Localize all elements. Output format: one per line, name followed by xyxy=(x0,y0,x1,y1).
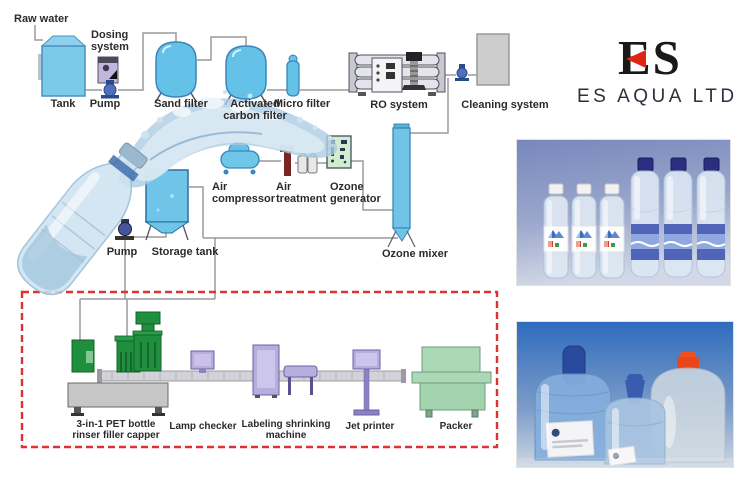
label-air-treatment: Air treatment xyxy=(276,181,327,205)
small-bottles-group xyxy=(543,183,625,279)
storage-pump-unit xyxy=(115,219,134,240)
label-cleaning-system: Cleaning system xyxy=(461,99,549,111)
air-compressor-unit xyxy=(220,142,260,175)
rinser-filler-capper-machine xyxy=(67,311,169,416)
jug-blue-small xyxy=(604,374,666,467)
ozone-mixer-column xyxy=(387,123,416,248)
label-dosing-system: Dosing system xyxy=(91,29,129,53)
dosing-system-unit xyxy=(97,56,119,84)
label-lamp-checker: Lamp checker xyxy=(169,421,237,432)
label-tank: Tank xyxy=(50,98,76,110)
raw-water-tank xyxy=(38,35,87,97)
company-logo-monogram: ES xyxy=(618,33,682,82)
jet-printer-machine xyxy=(352,349,381,416)
label-pump-top: Pump xyxy=(89,98,121,110)
label-ro-system: RO system xyxy=(370,99,428,111)
jug-clear-red-cap xyxy=(650,352,726,463)
label-activated-carbon: Activated carbon filter xyxy=(223,98,287,122)
label-sand-filter: Sand filter xyxy=(154,98,208,110)
product-photo-jugs xyxy=(517,322,733,467)
lamp-checker-machine xyxy=(190,350,215,373)
label-air-compressor: Air compressor xyxy=(212,181,275,205)
label-micro-filter: Micro filter xyxy=(273,98,331,110)
ro-system-unit xyxy=(348,52,446,96)
packer-machine xyxy=(411,346,492,418)
label-jet-printer: Jet printer xyxy=(345,421,395,432)
filling-line-dashed-box xyxy=(20,290,499,449)
product-photo-small-bottles xyxy=(517,140,730,285)
label-ozone-mixer: Ozone mixer xyxy=(381,248,449,260)
conveyor-belt xyxy=(99,370,404,382)
label-storage-tank: Storage tank xyxy=(151,246,219,258)
jug-blue-large xyxy=(534,345,612,461)
label-labeling-machine: Labeling shrinking machine xyxy=(241,419,331,441)
activated-carbon-filter-vessel xyxy=(224,45,268,106)
cleaning-system-unit xyxy=(476,33,510,86)
feed-pump-unit xyxy=(101,80,119,99)
filling-line xyxy=(67,311,492,418)
label-packer: Packer xyxy=(439,421,473,432)
water-splash-bottle-image xyxy=(17,90,338,296)
label-pump-storage: Pump xyxy=(106,246,138,258)
sand-filter-vessel xyxy=(154,41,198,104)
cleaning-pump-unit xyxy=(455,64,469,81)
labeling-shrinking-machine xyxy=(252,344,318,398)
micro-filter-vessel xyxy=(286,54,300,97)
large-bottles-group xyxy=(630,157,726,278)
label-rinser-filler-capper: 3-in-1 PET bottle rinser filler capper xyxy=(72,419,160,441)
company-name: ES AQUA LTD xyxy=(577,86,738,107)
logo-red-arrow-icon xyxy=(626,50,646,68)
label-raw-water: Raw water xyxy=(14,13,69,25)
label-ozone-generator: Ozone generator xyxy=(330,181,381,205)
